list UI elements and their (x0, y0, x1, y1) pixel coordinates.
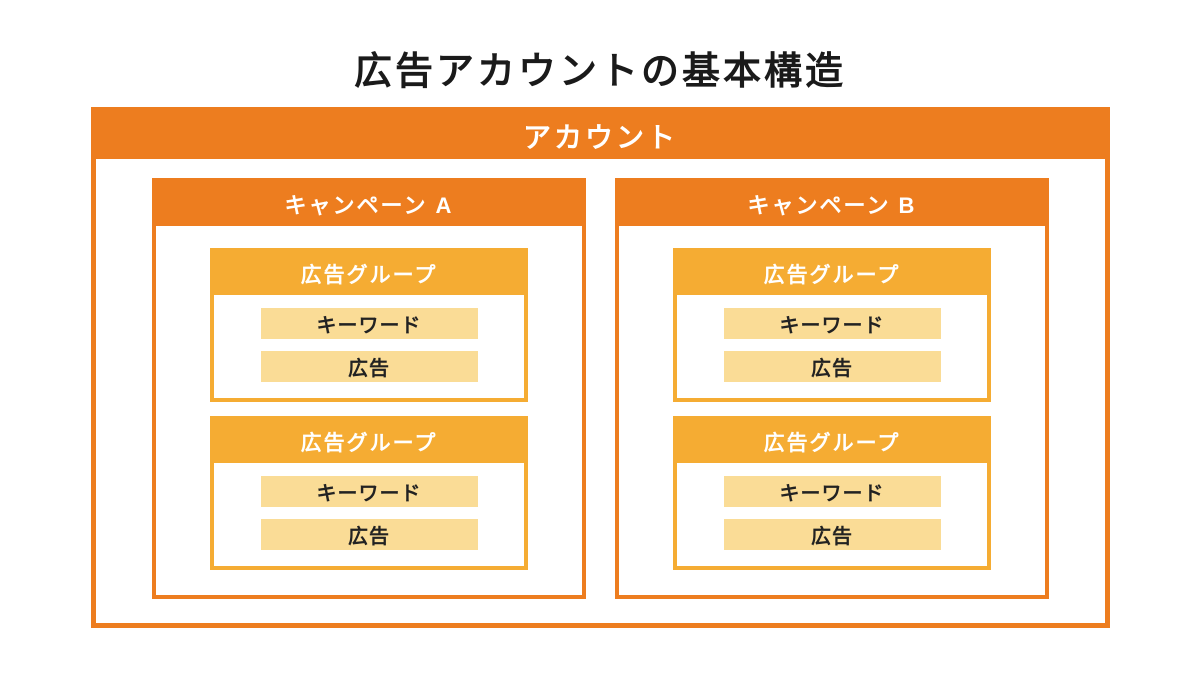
ad-group-body: キーワード 広告 (677, 295, 987, 382)
ad-group-box: 広告グループ キーワード 広告 (673, 416, 991, 570)
ad-group-box: 広告グループ キーワード 広告 (673, 248, 991, 402)
campaign-box-b: キャンペーン B 広告グループ キーワード 広告 広告グループ キーワード 広告 (615, 178, 1049, 599)
keyword-item: キーワード (723, 476, 941, 507)
campaign-b-body: 広告グループ キーワード 広告 広告グループ キーワード 広告 (619, 226, 1045, 570)
ad-group-body: キーワード 広告 (677, 463, 987, 550)
ad-item: 広告 (260, 519, 478, 550)
ad-item: 広告 (260, 351, 478, 382)
ad-group-box: 広告グループ キーワード 広告 (210, 416, 528, 570)
ad-item: 広告 (723, 519, 941, 550)
account-header: アカウント (96, 112, 1105, 159)
campaign-a-body: 広告グループ キーワード 広告 広告グループ キーワード 広告 (156, 226, 582, 570)
campaign-a-header: キャンペーン A (156, 182, 582, 226)
account-body: キャンペーン A 広告グループ キーワード 広告 広告グループ キーワード 広告 (96, 159, 1105, 599)
page-title: 広告アカウントの基本構造 (353, 51, 846, 93)
keyword-item: キーワード (723, 308, 941, 339)
ad-group-header: 広告グループ (677, 252, 987, 295)
keyword-item: キーワード (260, 476, 478, 507)
ad-group-body: キーワード 広告 (214, 295, 524, 382)
ad-group-header: 広告グループ (214, 252, 524, 295)
keyword-item: キーワード (260, 308, 478, 339)
ad-group-body: キーワード 広告 (214, 463, 524, 550)
ad-group-box: 広告グループ キーワード 広告 (210, 248, 528, 402)
account-box: アカウント キャンペーン A 広告グループ キーワード 広告 広告グループ キー… (91, 107, 1110, 628)
ad-item: 広告 (723, 351, 941, 382)
campaign-b-header: キャンペーン B (619, 182, 1045, 226)
ad-group-header: 広告グループ (214, 420, 524, 463)
ad-group-header: 広告グループ (677, 420, 987, 463)
campaign-box-a: キャンペーン A 広告グループ キーワード 広告 広告グループ キーワード 広告 (152, 178, 586, 599)
